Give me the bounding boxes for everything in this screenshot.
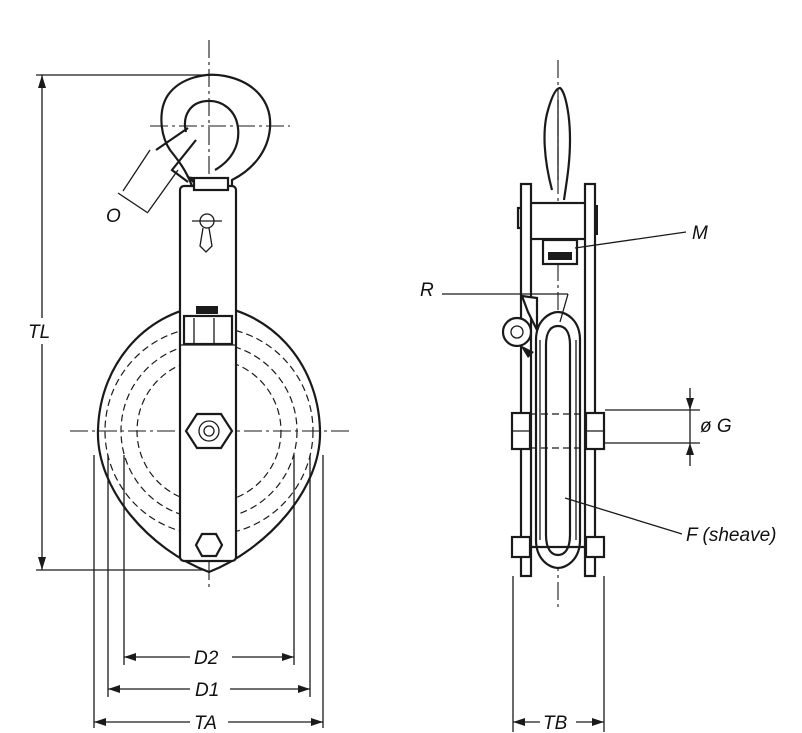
side-hook	[543, 86, 572, 201]
tl-label-bg	[28, 318, 58, 344]
g-arrow-top	[686, 398, 694, 410]
front-cheek-plate	[96, 303, 322, 574]
bottom-bolt	[194, 532, 224, 558]
tb-arrow-right	[592, 718, 604, 726]
hook-latch	[155, 127, 197, 183]
ta-label: TA	[194, 713, 217, 733]
r-label: R	[420, 280, 434, 301]
ta-arrow-right	[311, 718, 323, 726]
center-nut-bore	[198, 420, 220, 442]
d1-arrow-left	[108, 685, 120, 693]
tl-label: TL	[28, 322, 50, 343]
o-extension-line	[122, 149, 151, 192]
center-nut	[184, 412, 234, 450]
center-axle	[203, 425, 215, 437]
g-label: ø G	[700, 416, 732, 437]
d1-arrow-right	[298, 685, 310, 693]
f-label: F (sheave)	[686, 525, 776, 546]
gate-latch-boss	[501, 316, 533, 348]
tl-arrow-bottom	[38, 557, 46, 570]
front-strap-plate	[178, 184, 238, 563]
f-leader	[564, 497, 683, 535]
d2-label: D2	[194, 648, 219, 669]
tb-arrow-left	[513, 718, 525, 726]
d1-label: D1	[195, 680, 219, 701]
side-swivel-block	[526, 201, 592, 241]
gate-latch-arm	[520, 294, 539, 331]
side-plate-left	[519, 182, 533, 578]
bottom-bolt-right	[584, 535, 606, 559]
ta-arrow-left	[94, 718, 106, 726]
front-strap-block	[182, 314, 234, 346]
gate-latch-wedge	[520, 345, 534, 358]
m-label: M	[692, 223, 708, 244]
hook-throat	[183, 99, 240, 171]
bottom-bolt-left	[510, 535, 532, 559]
side-view: M R ø G F (sheave) TB	[420, 60, 776, 733]
m-leader	[574, 231, 687, 249]
side-sheave	[534, 310, 582, 570]
d2-arrow-left	[124, 653, 136, 661]
side-swivel-base-shadow	[548, 252, 572, 260]
o-label: O	[106, 206, 121, 227]
side-sheave-groove	[544, 324, 572, 557]
d2-arrow-right	[282, 653, 294, 661]
front-strap-cap	[196, 306, 218, 314]
gate-latch-pin	[510, 325, 524, 339]
front-view: O TL D2 D1 TA	[28, 40, 350, 733]
g-arrow-bottom	[686, 443, 694, 455]
cotter-pin	[199, 227, 213, 253]
o-extension-line	[147, 169, 179, 213]
hook-shank	[192, 176, 230, 192]
r-leader-tip	[559, 293, 569, 323]
side-plate-right	[583, 182, 597, 578]
tl-arrow-top	[38, 75, 46, 88]
tb-label: TB	[543, 713, 568, 733]
hook-body	[160, 73, 272, 187]
o-dimension-leader	[117, 192, 149, 214]
